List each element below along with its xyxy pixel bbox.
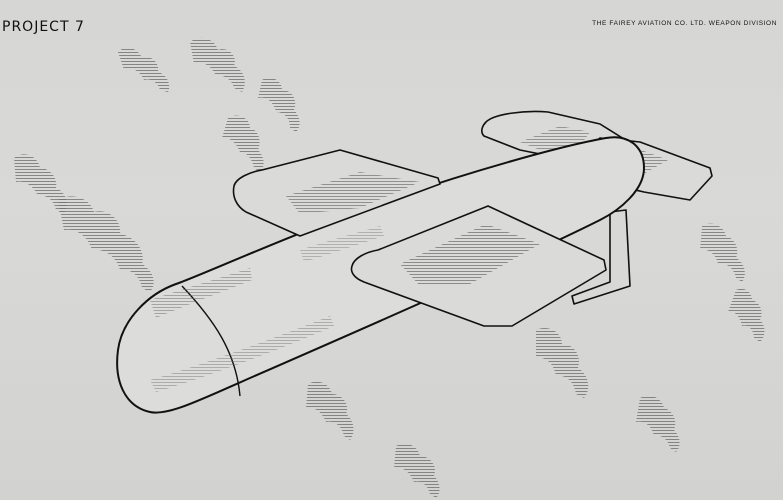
cloud-hatching: [14, 37, 765, 498]
right-wing: [350, 205, 607, 327]
cloud-bottom-1: [306, 381, 354, 440]
cloud-bottom-2: [394, 443, 440, 498]
cloud-right-3: [536, 327, 589, 398]
cloud-top-4: [222, 115, 264, 172]
ventral-fin: [571, 209, 631, 305]
cloud-left-1: [14, 154, 67, 214]
cloud-top-2: [190, 37, 245, 92]
cloud-right-2: [728, 288, 765, 342]
company-division-label: THE FAIREY AVIATION CO. LTD. WEAPON DIVI…: [592, 20, 777, 27]
project-title: PROJECT 7: [2, 19, 85, 35]
cloud-left-2: [58, 196, 154, 292]
cloud-top-1: [118, 47, 170, 92]
cloud-right-1: [700, 223, 745, 282]
cloud-top-3: [258, 77, 300, 132]
left-wing: [232, 149, 441, 237]
cloud-bottom-3: [636, 395, 680, 452]
